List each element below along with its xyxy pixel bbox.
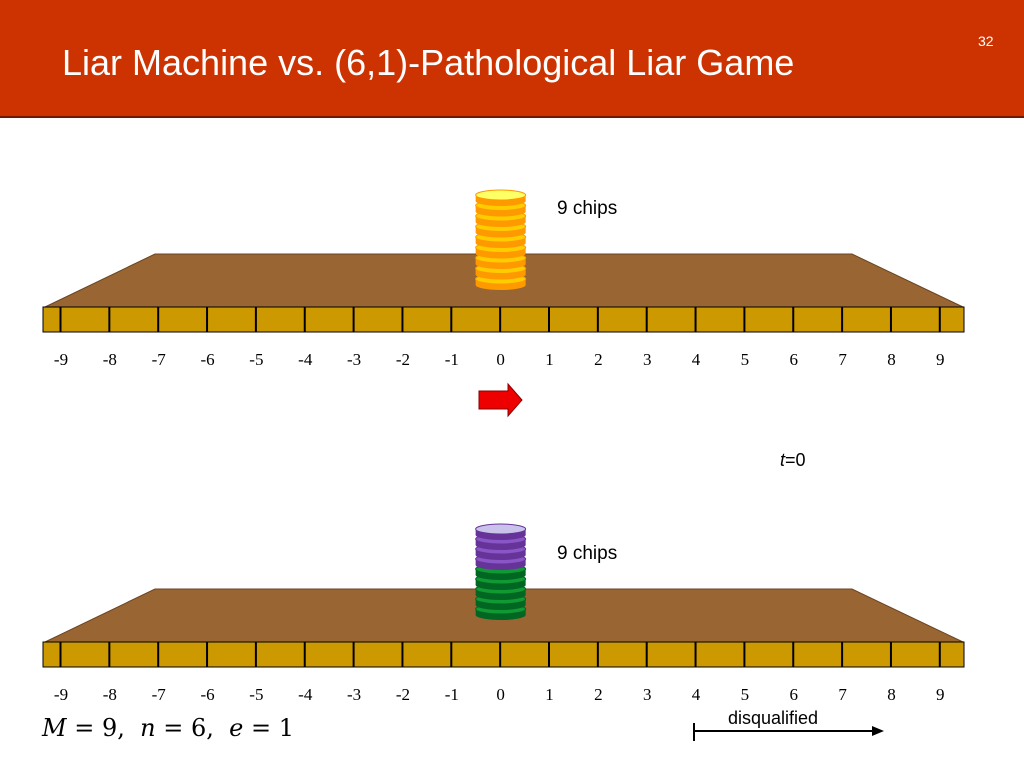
bottom-position--3: -3 [347, 685, 362, 704]
slide-number: 32 [978, 33, 994, 49]
top-position--3: -3 [347, 350, 362, 369]
param-M-symbol: M [42, 714, 67, 742]
bottom-position-3: 3 [642, 685, 652, 704]
bottom-position--4: -4 [298, 685, 313, 704]
top-position-2: 2 [594, 350, 603, 369]
bottom-position--7: -7 [151, 685, 166, 704]
top-position-0: 0 [496, 350, 505, 369]
purple-chip-4 [475, 523, 527, 535]
top-position-5: 5 [740, 350, 750, 369]
move-right-arrow [478, 382, 523, 418]
disqualified-arrow [693, 723, 884, 741]
top-position--5: -5 [249, 350, 264, 369]
param-e-value: 1 [278, 714, 295, 742]
bottom-board-dividers [59, 642, 941, 667]
top-board-dividers [59, 307, 941, 332]
top-position-3: 3 [642, 350, 652, 369]
bottom-board-strip [42, 641, 965, 668]
bottom-position--8: -8 [102, 685, 117, 704]
bottom-position--5: -5 [249, 685, 264, 704]
param-e-symbol: e [229, 714, 244, 742]
param-M-equals: = [74, 714, 95, 742]
top-position-1: 1 [545, 350, 554, 369]
bottom-position--9: -9 [53, 685, 69, 704]
top-position--4: -4 [298, 350, 313, 369]
bottom-position-0: 0 [496, 685, 505, 704]
top-stack-label: 9 chips [557, 198, 618, 219]
bottom-chip-stack [475, 523, 527, 620]
top-chip-9 [475, 189, 527, 201]
top-position-4: 4 [691, 350, 701, 369]
bottom-position-9: 9 [936, 685, 945, 704]
top-position-6: 6 [789, 350, 799, 369]
disqualified-label: disqualified [728, 708, 819, 728]
top-position--8: -8 [102, 350, 117, 369]
bottom-position--2: -2 [395, 685, 411, 704]
slide-title: Liar Machine vs. (6,1)-Pathological Liar… [62, 42, 795, 83]
bottom-position-1: 1 [545, 685, 554, 704]
time-variable: t [780, 450, 786, 470]
bottom-board [42, 523, 965, 668]
top-position-8: 8 [887, 350, 896, 369]
param-e-equals: = [251, 714, 272, 742]
param-n-symbol: n [140, 714, 156, 742]
param-n-value: 6 [191, 714, 207, 742]
top-position--1: -1 [444, 350, 459, 369]
bottom-position-4: 4 [691, 685, 701, 704]
top-position-9: 9 [936, 350, 945, 369]
bottom-stack-label: 9 chips [557, 543, 618, 564]
top-chip-stack [475, 189, 527, 290]
top-position--6: -6 [200, 350, 215, 369]
time-value: =0 [785, 450, 806, 470]
bottom-position-6: 6 [789, 685, 799, 704]
top-position--7: -7 [151, 350, 166, 369]
bottom-position-8: 8 [887, 685, 896, 704]
bottom-position--6: -6 [200, 685, 215, 704]
param-M-value: 9 [101, 714, 118, 742]
slide-header: Liar Machine vs. (6,1)-Pathological Liar… [0, 0, 1024, 118]
top-board [42, 189, 965, 418]
bottom-position-2: 2 [594, 685, 603, 704]
top-position--9: -9 [53, 350, 69, 369]
top-position-7: 7 [838, 350, 847, 369]
bottom-position--1: -1 [444, 685, 459, 704]
top-board-strip [42, 306, 965, 333]
param-n-equals: = [163, 714, 184, 742]
bottom-position-5: 5 [740, 685, 750, 704]
time-label: t=0 [780, 450, 806, 471]
parameter-equation: M = 9, n = 6, e = 1 [42, 714, 295, 742]
top-position--2: -2 [395, 350, 411, 369]
bottom-position-7: 7 [838, 685, 847, 704]
